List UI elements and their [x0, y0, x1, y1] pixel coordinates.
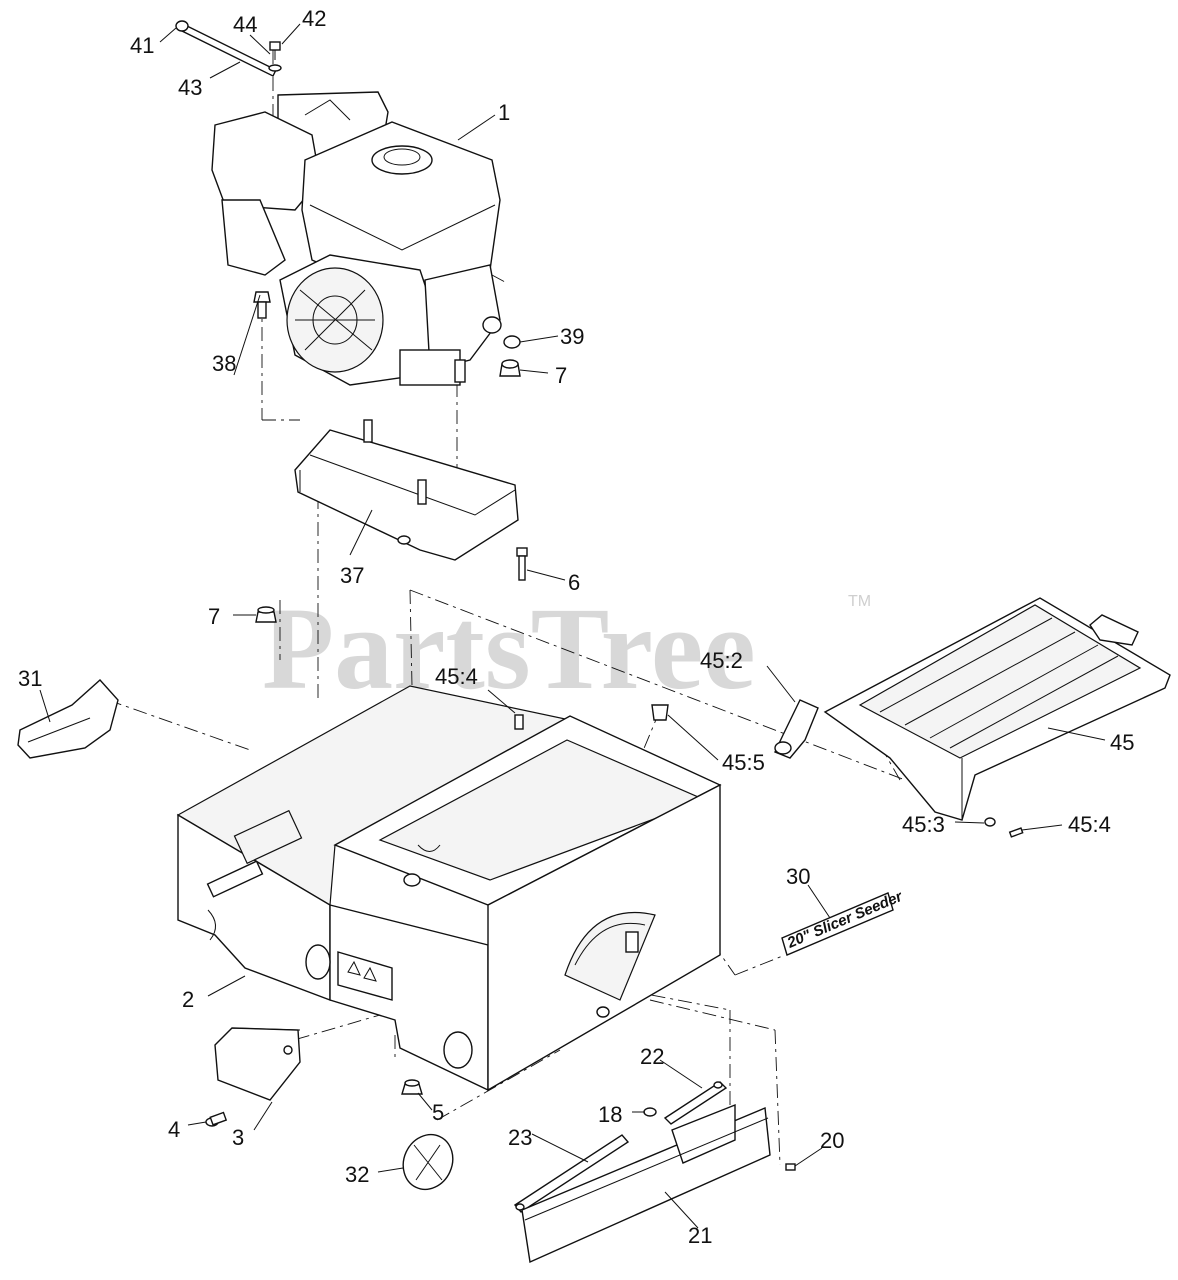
bolt-38[interactable] — [253, 291, 271, 319]
callout-22[interactable]: 22 — [640, 1044, 664, 1069]
bolt-42[interactable] — [269, 41, 281, 60]
warning-triangle-icon — [347, 960, 361, 976]
washer-45-3[interactable] — [984, 817, 996, 827]
washer-44[interactable] — [268, 64, 282, 72]
main-frame-2[interactable] — [176, 685, 722, 1092]
screw-45-4-left[interactable] — [514, 714, 524, 730]
shield-3[interactable] — [214, 1027, 301, 1101]
bracket-23[interactable] — [513, 1134, 630, 1213]
bolt-6[interactable] — [516, 547, 528, 581]
bracket-22[interactable] — [663, 1081, 728, 1125]
callout-4[interactable]: 4 — [168, 1117, 180, 1142]
callouts: 41 44 42 43 1 39 7 38 37 6 7 31 45:4 45:… — [18, 6, 1134, 1248]
watermark-trademark: TM — [848, 593, 871, 610]
callout-37[interactable]: 37 — [340, 563, 364, 588]
callout-2[interactable]: 2 — [182, 987, 194, 1012]
pin-rod-43[interactable] — [175, 20, 277, 77]
callout-45-2[interactable]: 45:2 — [700, 648, 743, 673]
callout-45-3[interactable]: 45:3 — [902, 812, 945, 837]
callout-43[interactable]: 43 — [178, 75, 202, 100]
callout-7-upper[interactable]: 7 — [555, 363, 567, 388]
callout-7-lower[interactable]: 7 — [208, 604, 220, 629]
lock-nut-7-upper[interactable] — [499, 359, 521, 377]
callout-31[interactable]: 31 — [18, 666, 42, 691]
callout-44[interactable]: 44 — [233, 12, 257, 37]
callout-5[interactable]: 5 — [432, 1100, 444, 1125]
deflector-31[interactable] — [17, 679, 119, 759]
logo-badge-32[interactable] — [394, 1126, 461, 1197]
callout-45-4-right[interactable]: 45:4 — [1068, 812, 1111, 837]
engine-1[interactable] — [211, 91, 502, 386]
callout-42[interactable]: 42 — [302, 6, 326, 31]
leader-lines — [39, 23, 1106, 1229]
decal-30[interactable]: 20" Slicer Seeder — [781, 888, 906, 956]
x-badge-icon — [413, 1144, 443, 1181]
screw-45-4-right[interactable] — [1008, 827, 1024, 838]
lock-nut-7-lower[interactable] — [255, 606, 277, 623]
callout-6[interactable]: 6 — [568, 570, 580, 595]
pin-4[interactable] — [205, 1111, 228, 1127]
latch-keeper-45-5[interactable] — [651, 704, 669, 721]
screw-20[interactable] — [785, 1163, 796, 1171]
engine-mount-plate-37[interactable] — [294, 419, 519, 561]
callout-38[interactable]: 38 — [212, 351, 236, 376]
callout-45-4-left[interactable]: 45:4 — [435, 664, 478, 689]
callout-1[interactable]: 1 — [498, 100, 510, 125]
callout-41[interactable]: 41 — [130, 33, 154, 58]
callout-3[interactable]: 3 — [232, 1125, 244, 1150]
nut-5[interactable] — [401, 1079, 423, 1095]
callout-39[interactable]: 39 — [560, 324, 584, 349]
latch-45-2[interactable] — [774, 699, 819, 759]
hopper-cover-45[interactable] — [823, 597, 1171, 821]
callout-21[interactable]: 21 — [688, 1223, 712, 1248]
decal-text: 20" Slicer Seeder — [784, 888, 906, 953]
warning-triangle-icon — [363, 966, 377, 982]
washer-18[interactable] — [643, 1107, 657, 1117]
warning-decal — [337, 951, 393, 1001]
callout-32[interactable]: 32 — [345, 1162, 369, 1187]
callout-45-5[interactable]: 45:5 — [722, 750, 765, 775]
nut-39[interactable] — [503, 335, 521, 349]
callout-18[interactable]: 18 — [598, 1102, 622, 1127]
callout-45[interactable]: 45 — [1110, 730, 1134, 755]
callout-30[interactable]: 30 — [786, 864, 810, 889]
panel-21[interactable] — [521, 1103, 771, 1264]
rate-gauge-icon — [564, 911, 656, 1018]
watermark-text: PartsTree — [262, 583, 756, 714]
callout-20[interactable]: 20 — [820, 1128, 844, 1153]
callout-23[interactable]: 23 — [508, 1125, 532, 1150]
